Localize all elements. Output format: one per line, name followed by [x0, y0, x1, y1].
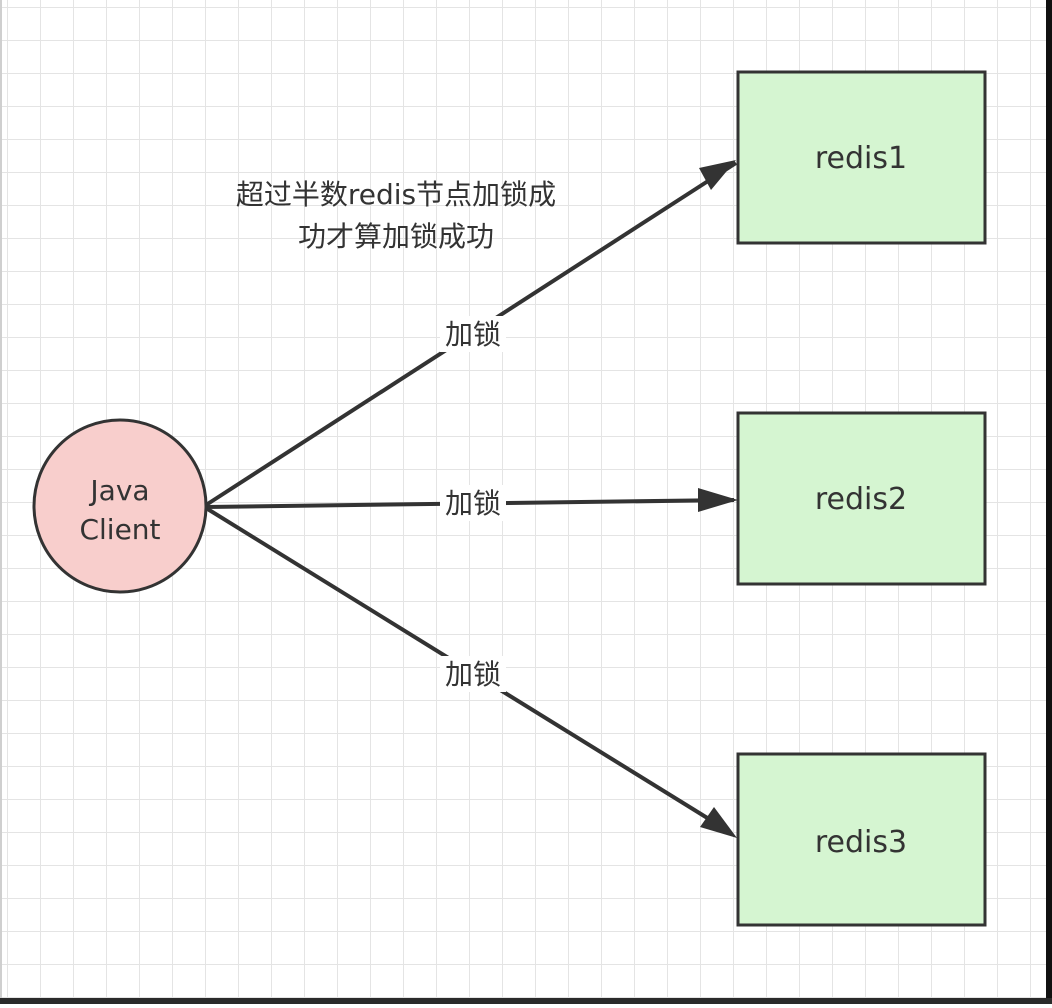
note-text: 超过半数redis节点加锁成 功才算加锁成功: [236, 178, 556, 253]
note-line-1: 超过半数redis节点加锁成: [236, 178, 556, 211]
frame-right-edge: [1046, 0, 1052, 1004]
client-label-line-1: Java: [88, 474, 149, 507]
java-client-node[interactable]: Java Client: [34, 420, 206, 592]
edge-label-2: 加锁: [440, 485, 506, 521]
edge-label-text: 加锁: [445, 487, 501, 520]
arrowhead-icon: [698, 488, 738, 512]
client-label-line-2: Client: [79, 513, 160, 546]
redis-node-3[interactable]: redis3: [738, 754, 985, 925]
edge-label-text: 加锁: [445, 658, 501, 691]
arrowhead-icon: [700, 807, 737, 838]
note-line-2: 功才算加锁成功: [298, 220, 494, 253]
redis-node-1[interactable]: redis1: [738, 72, 985, 243]
redis-node-label: redis1: [815, 141, 907, 176]
redis-node-label: redis2: [815, 482, 907, 517]
edge-label-3: 加锁: [440, 656, 506, 692]
edge-label-text: 加锁: [445, 318, 501, 351]
frame-left-edge: [0, 0, 2, 1004]
frame-bottom-edge: [0, 998, 1052, 1004]
edge-label-1: 加锁: [440, 316, 506, 352]
redis-node-2[interactable]: redis2: [738, 413, 985, 584]
redis-node-label: redis3: [815, 825, 907, 860]
